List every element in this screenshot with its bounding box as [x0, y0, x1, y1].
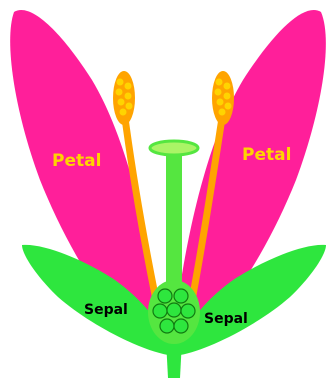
label-petal-left: Petal [52, 151, 101, 171]
label-sepal-right: Sepal [204, 311, 248, 327]
anther-left [113, 71, 135, 125]
ovary [148, 280, 200, 344]
label-sepal-left: Sepal [84, 302, 128, 318]
pistil-style [166, 150, 182, 290]
stem [166, 340, 182, 378]
stigma [150, 141, 198, 155]
anther-right [212, 71, 234, 125]
label-petal-right: Petal [242, 145, 291, 165]
